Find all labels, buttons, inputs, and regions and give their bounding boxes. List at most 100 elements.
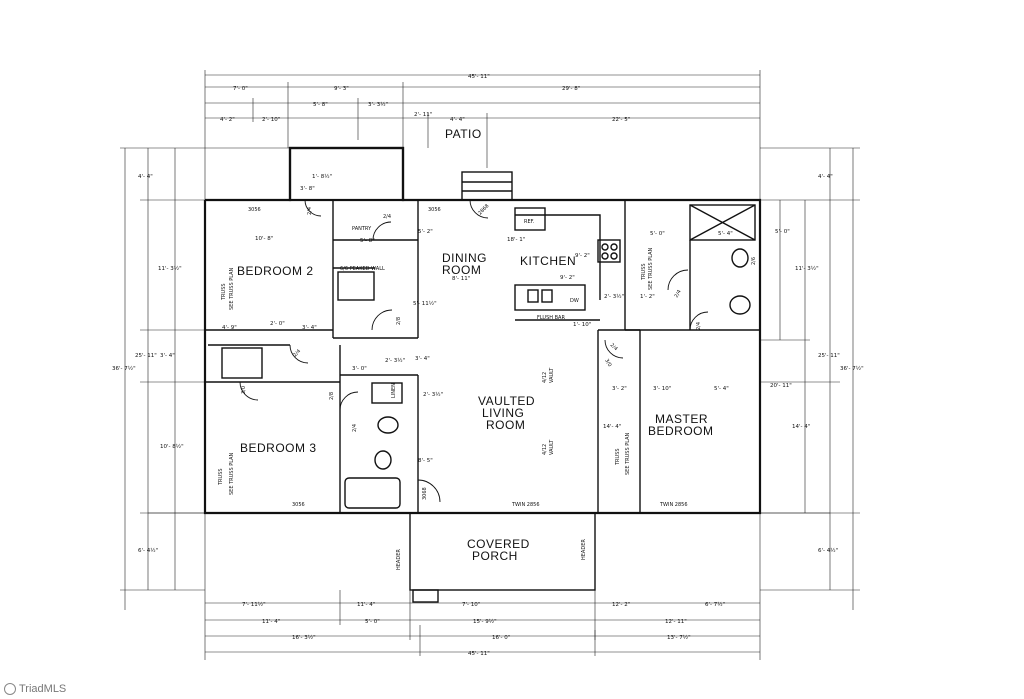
label-door-3: 2868 [477,203,490,216]
dim-in-5-4a: 5'- 4" [718,231,733,237]
dim-right-d: 20'- 11" [770,383,792,389]
dim-bot-f: 11'- 4" [262,619,280,625]
room-labels: PATIO BEDROOM 2 DINING ROOM KITCHEN PANT… [237,127,713,563]
dim-bot-l: 13'- 7½" [667,634,691,641]
dim-in-3-0: 3'- 0" [352,366,367,372]
label-truss-b3a: TRUSS [218,468,224,486]
label-door-10: 2/4 [609,342,619,352]
dim-in-3-10: 3'- 10" [653,386,671,392]
fixture-labels: REF. DW FLUSH BAR LINEN TRUSS SEE TRUSS … [218,203,757,570]
dim-top-j: 22'- 5" [612,117,630,123]
label-linen: LINEN [391,383,397,398]
label-vault-1a: 4/12 [542,372,548,383]
room-vaulted-2: LIVING [482,406,524,420]
label-ref: REF. [524,219,535,225]
label-truss-b3b: SEE TRUSS PLAN [229,452,235,495]
dim-in-1-2: 1'- 2" [640,294,655,300]
dim-bot-b: 11'- 4" [357,602,375,608]
dim-in-2-3: 2'- 3½" [604,293,624,300]
dim-in-9-2b: 9'- 2" [560,275,575,281]
dim-right-b: 5'- 0" [775,229,790,235]
label-truss-b2b: SEE TRUSS PLAN [229,267,235,310]
interior-walls [205,171,760,603]
room-dining-1: DINING [442,251,487,265]
label-vault-2b: VAULT [549,439,555,455]
label-header-left: HEADER [396,549,402,570]
dim-right-c: 11'- 3½" [795,265,819,272]
label-door-5: 2/4 [292,348,302,358]
label-door-8: 2/4 [352,424,358,432]
label-header-right: HEADER [581,539,587,560]
watermark-text: TriadMLS [19,683,67,695]
room-bedroom-3: BEDROOM 3 [240,441,317,455]
door-swings [239,199,709,503]
dimension-lines [120,70,860,660]
dim-in-3-4a: 3'- 4" [302,325,317,331]
label-truss-b2a: TRUSS [221,283,227,301]
label-kneewall: 6/6 PEAKED WALL [340,266,385,272]
label-door-4: 2/8 [396,317,402,325]
dim-in-5-0: 5'- 0" [650,231,665,237]
dim-right-e: 14'- 4" [792,424,810,430]
watermark: TriadMLS [4,683,66,695]
label-door-7: 2/8 [329,392,335,400]
label-door-6: 3/0 [241,386,247,394]
dim-left-d: 10'- 8½" [160,443,184,450]
dim-right-h: 36'- 7½" [840,365,864,372]
room-dining-2: ROOM [442,263,481,277]
room-vaulted-1: VAULTED [478,394,535,408]
dim-bot-overall: 45'- 11" [468,651,490,657]
dim-bot-d: 12'- 2" [612,602,630,608]
dim-top-a: 7'- 0" [233,86,248,92]
label-flush-bar: FLUSH BAR [537,315,565,321]
dim-in-9-2a: 9'- 2" [575,253,590,259]
dim-in-5-2: 5'- 2" [418,229,433,235]
label-door-2: 2/4 [383,214,391,220]
dim-in-4-9: 4'- 9" [222,325,237,331]
dim-left-f: 25'- 11" [135,353,157,359]
dim-top-e: 2'- 10" [262,117,280,123]
dim-bot-h: 15'- 9½" [473,618,497,625]
triad-logo-icon [4,683,16,695]
dim-bot-e: 6'- 7½" [705,601,725,608]
dim-top-g: 3'- 3½" [368,101,388,108]
label-door-12: 2/4 [674,289,683,299]
label-truss-ka: TRUSS [641,263,647,281]
dim-top-overall: 45'- 11" [468,74,490,80]
label-truss-ma: TRUSS [615,448,621,466]
dim-bot-a: 7'- 11½" [242,601,266,608]
dim-in-5-4b: 5'- 4" [714,386,729,392]
label-door-14: 2/6 [751,257,757,265]
dim-bot-g: 5'- 0" [365,619,380,625]
dimension-labels: 45'- 11" 7'- 0" 9'- 3" 29'- 8" 4'- 2" 2'… [112,74,864,657]
dim-right-f: 6'- 4½" [818,547,838,554]
dim-in-1-8: 1'- 8½" [312,173,332,180]
room-master-1: MASTER [655,412,708,426]
dim-top-b: 9'- 3" [334,86,349,92]
label-twin-master: TWIN 2856 [659,502,688,508]
dim-in-2-0: 2'- 0" [270,321,285,327]
dim-top-i: 4'- 4" [450,117,465,123]
dim-top-d: 4'- 2" [220,117,235,123]
room-patio: PATIO [445,127,482,141]
label-door-9: 3068 [422,487,428,500]
label-vault-2a: 4/12 [542,444,548,455]
dim-in-18-1: 18'- 1" [507,237,525,243]
room-kitchen: KITCHEN [520,254,576,268]
dim-left-a: 4'- 4" [138,174,153,180]
dim-left-g: 36'- 7½" [112,365,136,372]
dim-in-2-3c: 2'- 3½" [423,391,443,398]
dim-left-c: 3'- 4" [160,353,175,359]
dim-in-3-8: 3'- 8" [300,186,315,192]
dim-in-10-8: 10'- 8" [255,236,273,242]
dim-bot-j: 16'- 3½" [292,634,316,641]
label-twin-living: TWIN 2856 [511,502,540,508]
room-pantry: PANTRY [352,226,372,232]
label-truss-kb: SEE TRUSS PLAN [648,247,654,290]
dim-in-3-2: 3'- 2" [612,386,627,392]
dim-top-c: 29'- 8" [562,86,580,92]
dim-in-8-11: 8'- 11" [452,276,470,282]
label-door-1: 2/4 [307,207,313,215]
dim-right-g: 25'- 11" [818,353,840,359]
